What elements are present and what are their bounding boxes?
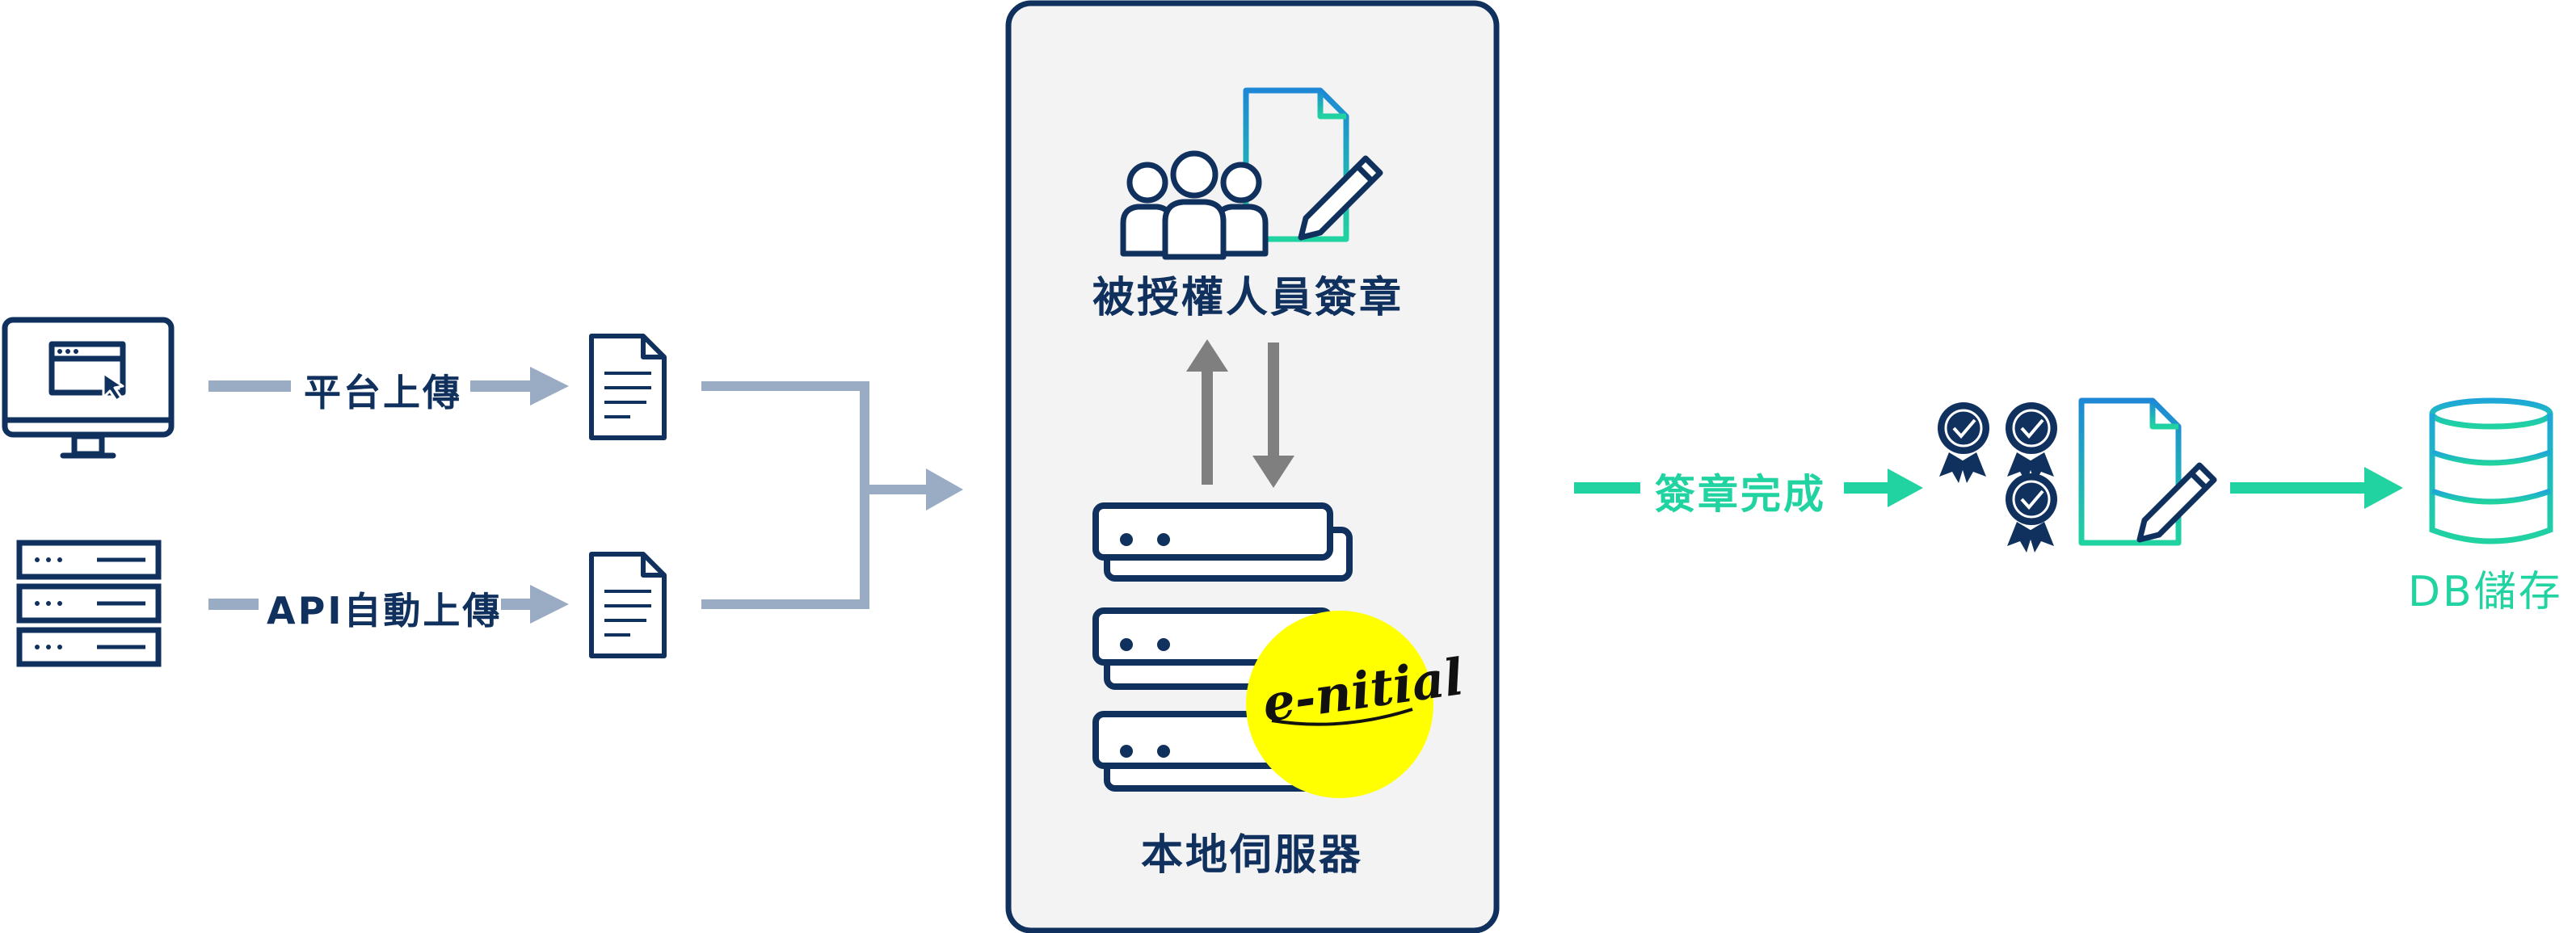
certificate-badge-icon	[2006, 402, 2057, 483]
local-server-label: 本地伺服器	[1141, 831, 1364, 880]
merge-connector-arrow	[701, 381, 963, 609]
authorized-signers-label: 被授權人員簽章	[1092, 274, 1404, 322]
e-nitial-logo-swoosh	[1271, 708, 1413, 726]
pen-icon	[1298, 155, 1383, 241]
platform-upload-arrow	[208, 367, 569, 406]
certificate-badge-icon	[2006, 473, 2057, 553]
pen-icon	[2136, 462, 2217, 543]
people-group-icon	[1120, 150, 1269, 260]
platform-upload-label: 平台上傳	[304, 371, 462, 414]
api-upload-arrow	[208, 585, 569, 624]
monitor-icon	[2, 317, 175, 459]
db-store-arrow	[2230, 467, 2403, 509]
up-arrow	[1186, 339, 1228, 485]
sign-done-arrow	[1574, 469, 1923, 507]
document-icon	[589, 334, 667, 440]
certificate-badge-icon	[1938, 402, 1989, 483]
db-storage-label: DB儲存	[2408, 568, 2563, 616]
sign-complete-label: 簽章完成	[1655, 471, 1826, 518]
document-icon	[589, 552, 667, 658]
api-upload-label: API自動上傳	[267, 589, 503, 633]
e-nitial-logo	[1246, 611, 1433, 798]
database-icon	[2429, 397, 2553, 544]
down-arrow	[1252, 343, 1294, 488]
server-rack-icon	[16, 540, 162, 667]
